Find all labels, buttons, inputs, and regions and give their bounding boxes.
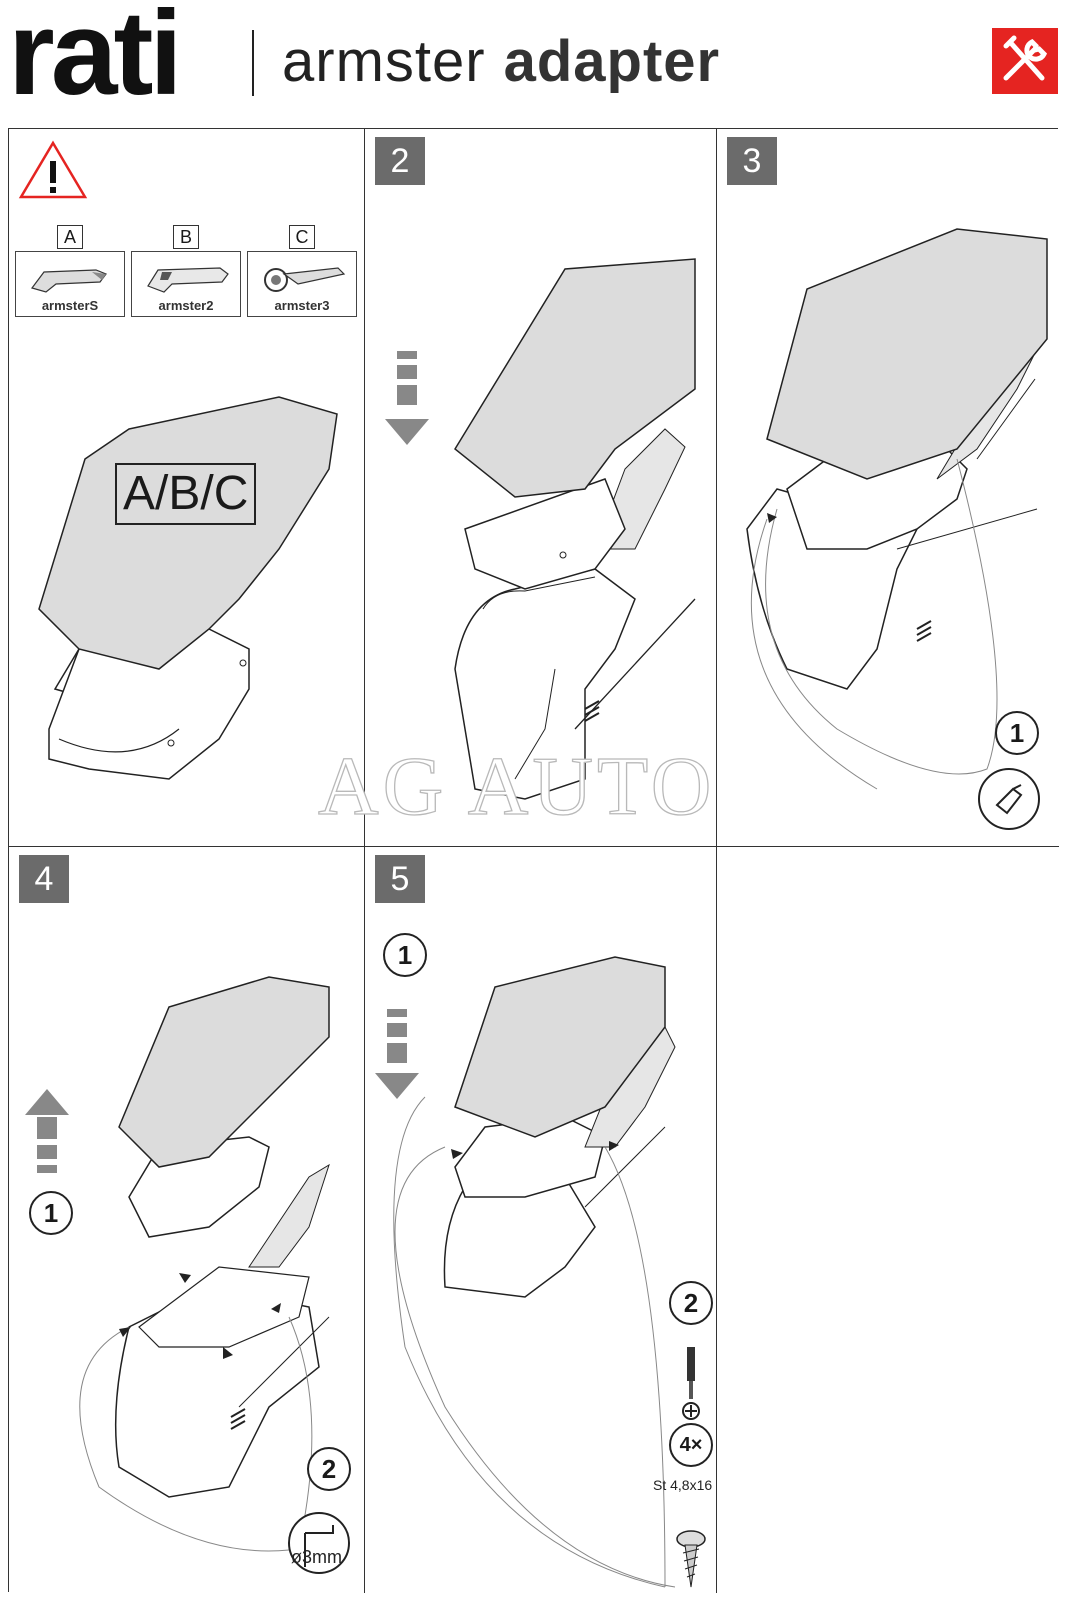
variant-a: A armsterS bbox=[15, 225, 125, 317]
warning-exclamation-icon bbox=[18, 140, 88, 199]
step-number: 4 bbox=[19, 855, 69, 903]
variant-c: C armster3 bbox=[247, 225, 357, 317]
panel-step-4: 4 1 2 ø3mm bbox=[9, 847, 365, 1593]
down-arrow-icon bbox=[375, 1009, 419, 1099]
step-number: 5 bbox=[375, 855, 425, 903]
step-4-illustration bbox=[25, 976, 350, 1574]
watermark: AG AUTO bbox=[317, 739, 716, 833]
screw-spec-label: St 4,8x16 bbox=[653, 1477, 713, 1493]
armster-s-thumbnail bbox=[30, 269, 107, 293]
header: rati armster adapter bbox=[0, 0, 1091, 120]
hole-diameter-label: ø3mm bbox=[291, 1547, 342, 1567]
armster-2-thumbnail bbox=[147, 267, 229, 293]
armster-3-thumbnail bbox=[264, 267, 346, 292]
armrest-variant-label: A/B/C bbox=[115, 463, 257, 525]
panel-step-3: 3 1 bbox=[717, 129, 1059, 847]
variant-name: armsterS bbox=[41, 298, 99, 313]
variant-letter: A bbox=[57, 225, 83, 249]
product-title: armster adapter bbox=[282, 28, 720, 95]
quantity-badge: 4× bbox=[669, 1423, 713, 1467]
panel-step-5: 5 bbox=[365, 847, 717, 1593]
rati-logo: rati bbox=[8, 2, 183, 102]
wrench-screwdriver-icon bbox=[992, 28, 1058, 94]
down-arrow-icon bbox=[385, 351, 429, 445]
armrest-illustration bbox=[38, 396, 338, 780]
callout-2: 2 bbox=[669, 1281, 713, 1325]
variant-name: armster2 bbox=[158, 298, 214, 313]
header-divider bbox=[252, 30, 254, 96]
callout-1: 1 bbox=[383, 933, 427, 977]
panel-empty bbox=[717, 847, 1059, 1593]
svg-text:rati: rati bbox=[8, 2, 179, 102]
product-name: armster bbox=[282, 29, 486, 94]
instruction-grid: A armsterS B armster2 C armster3 bbox=[8, 128, 1059, 1593]
product-suffix: adapter bbox=[503, 29, 721, 94]
step-number: 2 bbox=[375, 137, 425, 185]
step-3-illustration bbox=[746, 228, 1048, 830]
callout-1: 1 bbox=[29, 1191, 73, 1235]
hand-press-icon bbox=[978, 768, 1040, 830]
step-5-illustration bbox=[375, 956, 706, 1588]
callout-2: 2 bbox=[307, 1447, 351, 1491]
step-2-illustration bbox=[385, 258, 696, 800]
panel-overview: A armsterS B armster2 C armster3 bbox=[9, 129, 365, 847]
variant-letter: C bbox=[289, 225, 315, 249]
screw-icon bbox=[676, 1530, 706, 1588]
step-number: 3 bbox=[727, 137, 777, 185]
up-arrow-icon bbox=[25, 1089, 69, 1173]
callout-1: 1 bbox=[995, 711, 1039, 755]
panel-step-2: 2 bbox=[365, 129, 717, 847]
variant-name: armster3 bbox=[274, 298, 330, 313]
variant-b: B armster2 bbox=[131, 225, 241, 317]
screwdriver-icon bbox=[682, 1347, 700, 1420]
variant-letter: B bbox=[173, 225, 199, 249]
